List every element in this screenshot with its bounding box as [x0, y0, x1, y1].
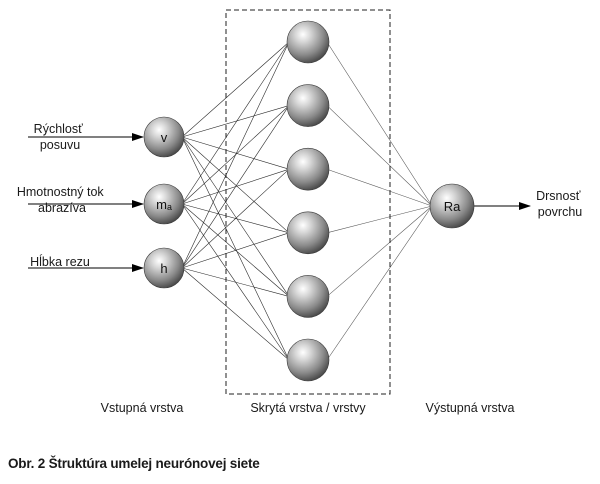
hidden-node-5	[286, 338, 330, 382]
output-node-ra-label: Ra	[444, 199, 461, 214]
input-label-feed-rate: Rýchlosť posuvu	[34, 122, 87, 152]
layer-label-hidden: Skrytá vrstva / vrstvy	[250, 401, 366, 415]
layer-label-input: Vstupná vrstva	[101, 401, 184, 415]
connection-lines	[181, 41, 433, 361]
edge-input-0-hidden-0	[181, 41, 290, 138]
edge-input-0-hidden-1	[181, 105, 290, 138]
edge-input-2-hidden-2	[181, 168, 290, 269]
edge-input-2-hidden-0	[181, 41, 290, 269]
neurons: v mₐ h Ra	[143, 20, 475, 382]
hidden-node-2	[286, 147, 330, 191]
figure-caption: Obr. 2 Štruktúra umelej neurónovej siete	[8, 456, 260, 471]
edge-hidden-1-output	[326, 105, 433, 207]
output-label-surface-roughness: Drsnosť povrchu	[536, 189, 584, 219]
input-node-v	[143, 116, 185, 158]
input-node-v-label: v	[161, 130, 168, 145]
input-label-cut-depth: Hĺbka rezu	[30, 254, 90, 269]
edge-hidden-4-output	[326, 205, 433, 297]
edge-input-0-hidden-3	[181, 136, 290, 234]
input-node-h-label: h	[160, 261, 167, 276]
edge-hidden-5-output	[326, 205, 433, 361]
edge-input-2-hidden-5	[181, 267, 290, 361]
edge-hidden-2-output	[326, 168, 433, 207]
edge-input-0-hidden-4	[181, 136, 290, 297]
hidden-layer-box	[225, 9, 391, 395]
input-label-abrasive-flow: Hmotnostný tok abrazíva	[17, 185, 107, 215]
hidden-node-4	[286, 275, 330, 318]
input-node-h	[143, 247, 185, 289]
input-node-ma	[143, 183, 185, 225]
edge-input-0-hidden-5	[181, 136, 290, 361]
edge-input-1-hidden-0	[181, 41, 290, 205]
input-node-ma-label: mₐ	[156, 197, 172, 212]
layer-label-output: Výstupná vrstva	[426, 401, 515, 415]
edge-hidden-3-output	[326, 205, 433, 234]
edge-hidden-0-output	[326, 41, 433, 207]
edge-input-2-hidden-1	[181, 105, 290, 269]
edge-input-0-hidden-2	[181, 136, 290, 170]
edge-input-2-hidden-4	[181, 267, 290, 297]
edge-input-2-hidden-3	[181, 232, 290, 269]
output-node-ra	[429, 183, 475, 229]
io-arrows	[28, 133, 531, 272]
hidden-node-1	[286, 84, 330, 127]
hidden-node-0	[286, 20, 330, 64]
hidden-node-3	[286, 211, 330, 255]
